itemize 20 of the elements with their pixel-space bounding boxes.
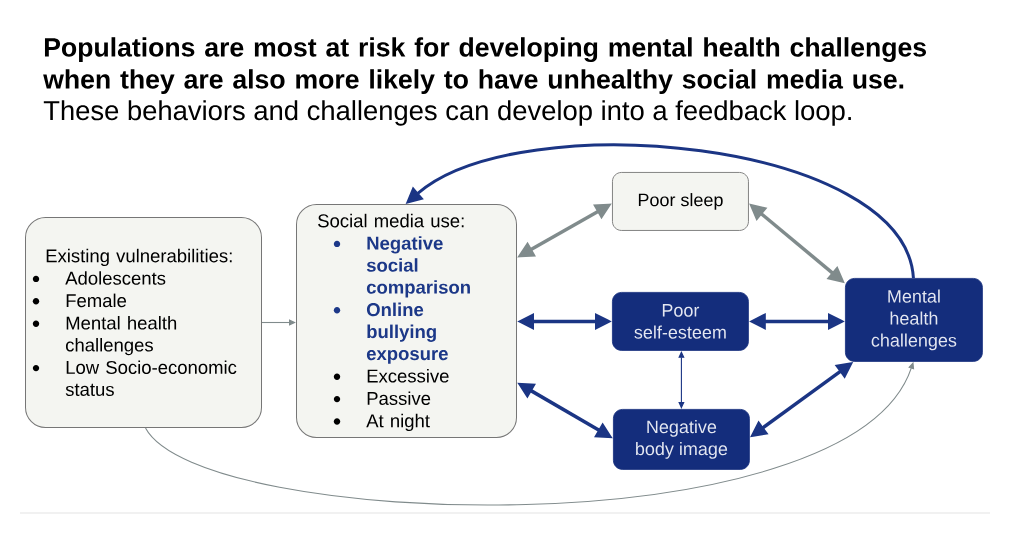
list-box — [296, 204, 517, 438]
list-heading: Social media use: — [318, 213, 464, 228]
list-heading: Existing vulnerabilities: — [46, 248, 232, 267]
arrow — [261, 319, 296, 326]
list-item: Excessive — [367, 369, 449, 383]
list-item: Mental health challenges — [66, 316, 177, 356]
process-box: Negative body image — [613, 409, 750, 470]
list-item: Low Socio-economic status — [65, 360, 237, 396]
list-item: Adolescents — [65, 271, 166, 285]
list-box — [25, 217, 262, 428]
list-item: Online bullying exposure — [366, 302, 448, 364]
process-box: Poor self-esteem — [612, 292, 749, 351]
title: Populations are most at risk for developing mental health challenges when they are also more likely to have unhealthy social media use. — [43, 37, 926, 94]
process-box: Mental health challenges — [845, 278, 983, 362]
list-item: Negative social comparison — [366, 236, 470, 298]
subtitle: These behaviors and challenges can develop into a feedback loop. — [43, 100, 851, 126]
list-item: At night — [366, 413, 430, 432]
process-box: Poor sleep — [612, 172, 749, 231]
list-item: Female — [66, 293, 127, 308]
list-item: Passive — [367, 391, 431, 405]
